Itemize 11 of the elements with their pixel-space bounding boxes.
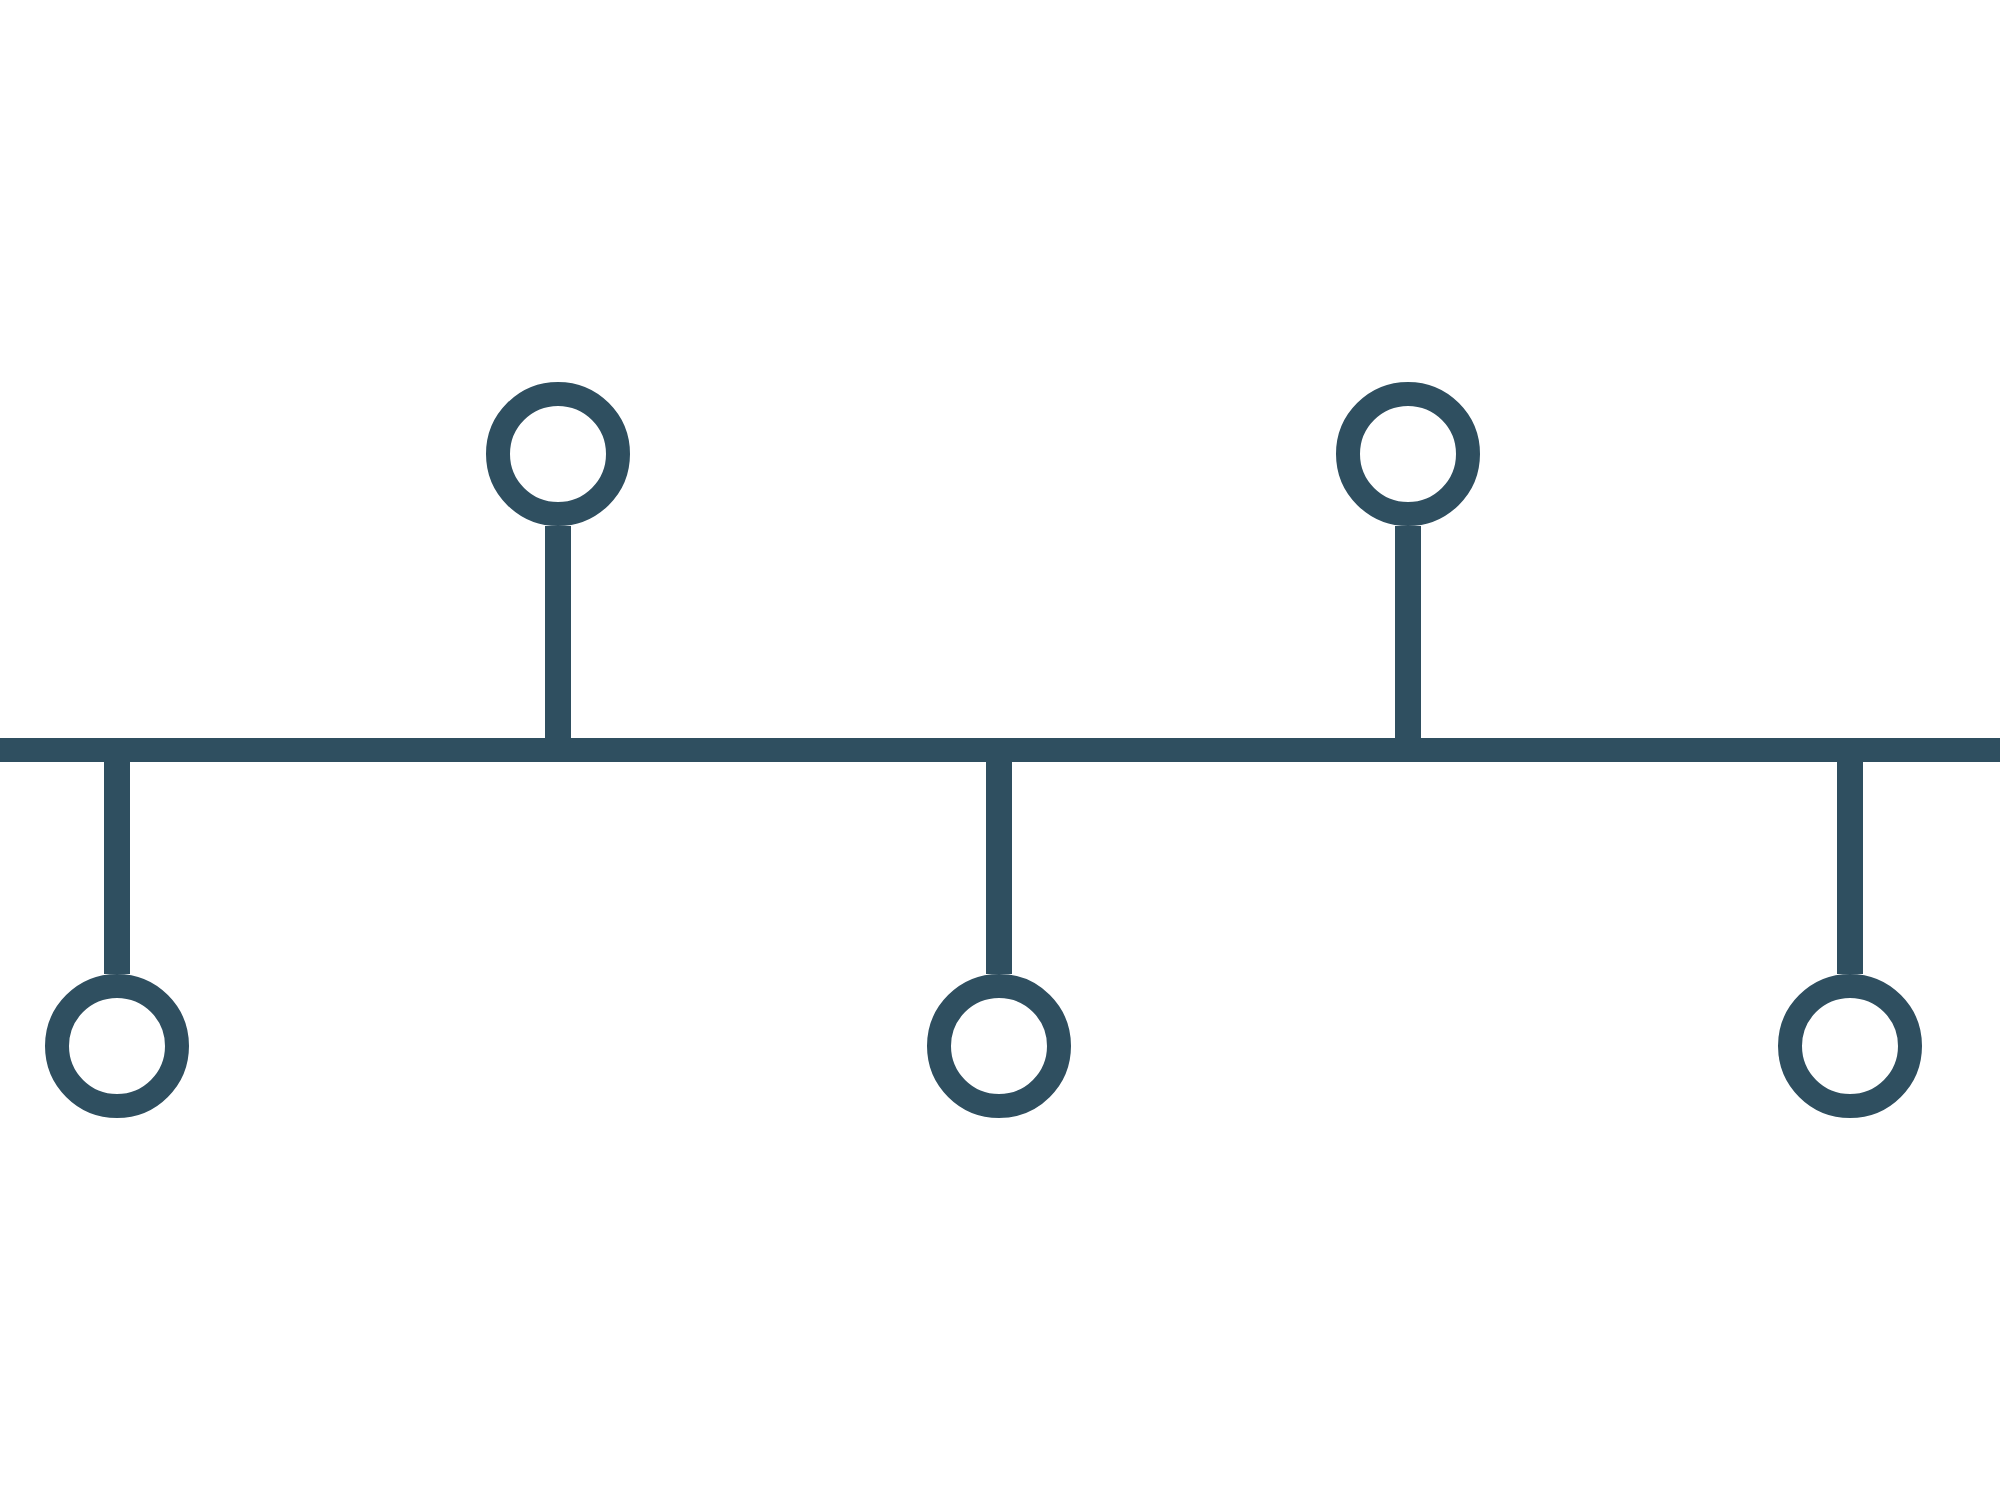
connector-line — [986, 762, 1012, 974]
milestone-marker — [927, 974, 1071, 1118]
timeline-bar — [0, 738, 2000, 762]
connector-line — [545, 526, 571, 738]
connector-line — [1395, 526, 1421, 738]
connector-line — [104, 762, 130, 974]
connector-line — [1837, 762, 1863, 974]
milestone-marker — [1778, 974, 1922, 1118]
milestone-marker — [45, 974, 189, 1118]
milestone-marker — [486, 382, 630, 526]
milestone-marker — [1336, 382, 1480, 526]
